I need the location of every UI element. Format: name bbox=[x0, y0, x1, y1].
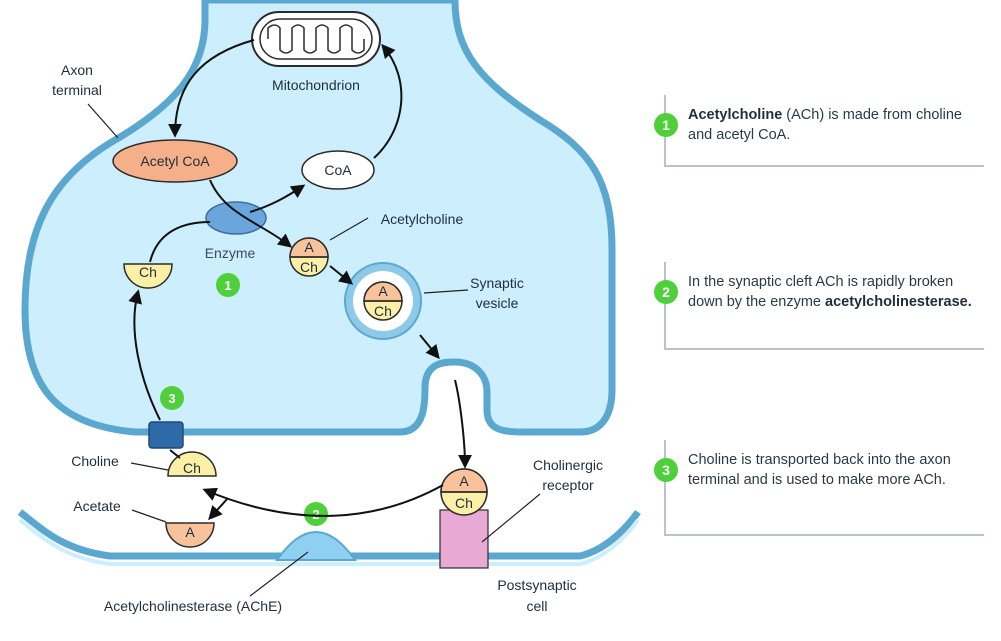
cholinergic-receptor bbox=[439, 509, 489, 569]
note-step-3: 3 Choline is transported back into the a… bbox=[654, 440, 984, 536]
ache-enzyme bbox=[275, 531, 357, 561]
note-step-2: 2 In the synaptic cleft ACh is rapidly b… bbox=[654, 262, 984, 350]
arrow-to-acetate bbox=[208, 497, 229, 521]
note-badge-2: 2 bbox=[654, 280, 678, 304]
choline-molecule-cleft: Ch bbox=[167, 451, 217, 477]
ache-label: Acetylcholinesterase (AChE) bbox=[104, 598, 282, 614]
svg-text:Ch: Ch bbox=[139, 264, 157, 280]
svg-text:Ch: Ch bbox=[183, 460, 201, 476]
enzyme-shape bbox=[205, 201, 267, 235]
svg-text:Ch: Ch bbox=[374, 303, 392, 319]
svg-text:Ch: Ch bbox=[300, 259, 318, 275]
arrow-ch-to-transporter bbox=[169, 449, 181, 459]
svg-text:2: 2 bbox=[312, 507, 319, 522]
arrow-vesicle-to-membrane bbox=[419, 334, 440, 360]
step-marker-3: 3 bbox=[160, 386, 184, 410]
ach-molecule-receptor: A Ch bbox=[440, 468, 488, 516]
acetylcholine-label: Acetylcholine bbox=[381, 211, 464, 227]
postsynaptic-cell-label-line2: cell bbox=[526, 598, 547, 614]
svg-text:A: A bbox=[378, 283, 388, 299]
acetyl-coa-label: Acetyl CoA bbox=[140, 153, 210, 169]
mitochondrion bbox=[251, 11, 381, 67]
ach-molecule-enzyme: A Ch bbox=[289, 237, 329, 277]
postsynaptic-cell-label: Postsynaptic bbox=[497, 577, 576, 593]
synaptic-vesicle: A Ch bbox=[344, 262, 422, 340]
arrow-acetylcoa-to-ach bbox=[209, 179, 293, 248]
note-badge-1: 1 bbox=[654, 113, 678, 137]
axon-terminal-label: Axon bbox=[61, 62, 93, 78]
note-text-2: In the synaptic cleft ACh is rapidly bro… bbox=[688, 274, 972, 310]
mitochondrion-label: Mitochondrion bbox=[272, 77, 360, 93]
synaptic-vesicle-label-line2: vesicle bbox=[476, 295, 519, 311]
svg-text:A: A bbox=[185, 524, 195, 540]
choline-molecule-axon: Ch bbox=[123, 263, 173, 289]
choline-label: Choline bbox=[71, 453, 119, 469]
svg-text:Ch: Ch bbox=[455, 495, 473, 511]
cholinergic-receptor-label-line2: receptor bbox=[542, 477, 594, 493]
acetate-label: Acetate bbox=[73, 498, 121, 514]
postsynaptic-membrane bbox=[17, 509, 641, 560]
svg-text:A: A bbox=[459, 473, 469, 489]
arrow-coa-to-mito bbox=[373, 43, 403, 159]
coa-molecule bbox=[301, 150, 375, 190]
svg-text:3: 3 bbox=[168, 391, 175, 406]
choline-transporter bbox=[148, 421, 184, 449]
svg-text:1: 1 bbox=[224, 278, 231, 293]
step-marker-1: 1 bbox=[216, 273, 240, 297]
axon-terminal-label-line2: terminal bbox=[52, 82, 102, 98]
svg-text:A: A bbox=[304, 239, 314, 255]
acetate-molecule: A bbox=[165, 522, 215, 548]
note-step-1: 1 Acetylcholine (ACh) is made from choli… bbox=[654, 95, 984, 167]
coa-label: CoA bbox=[324, 162, 352, 178]
acetyl-coa-molecule bbox=[112, 139, 238, 183]
arrow-enzyme-to-coa bbox=[249, 184, 306, 213]
synaptic-vesicle-label: Synaptic bbox=[470, 275, 524, 291]
note-text-1: Acetylcholine (ACh) is made from choline… bbox=[688, 107, 962, 143]
pathway-arrows bbox=[128, 39, 472, 521]
step-marker-2: 2 bbox=[304, 502, 328, 526]
arrow-exocytosis-to-receptor bbox=[454, 379, 472, 469]
arrow-ch-to-enzyme bbox=[149, 221, 211, 263]
note-text-3: Choline is transported back into the axo… bbox=[688, 452, 951, 488]
arrow-ach-to-vesicle bbox=[329, 265, 354, 285]
arrow-transporter-to-ch bbox=[128, 289, 161, 421]
arrow-mito-to-acetylcoa bbox=[168, 39, 255, 138]
arrow-ache-path bbox=[202, 484, 444, 517]
cholinergic-receptor-label: Cholinergic bbox=[533, 457, 603, 473]
enzyme-label: Enzyme bbox=[205, 245, 256, 261]
axon-terminal bbox=[21, 0, 616, 436]
note-badge-3: 3 bbox=[654, 458, 678, 482]
